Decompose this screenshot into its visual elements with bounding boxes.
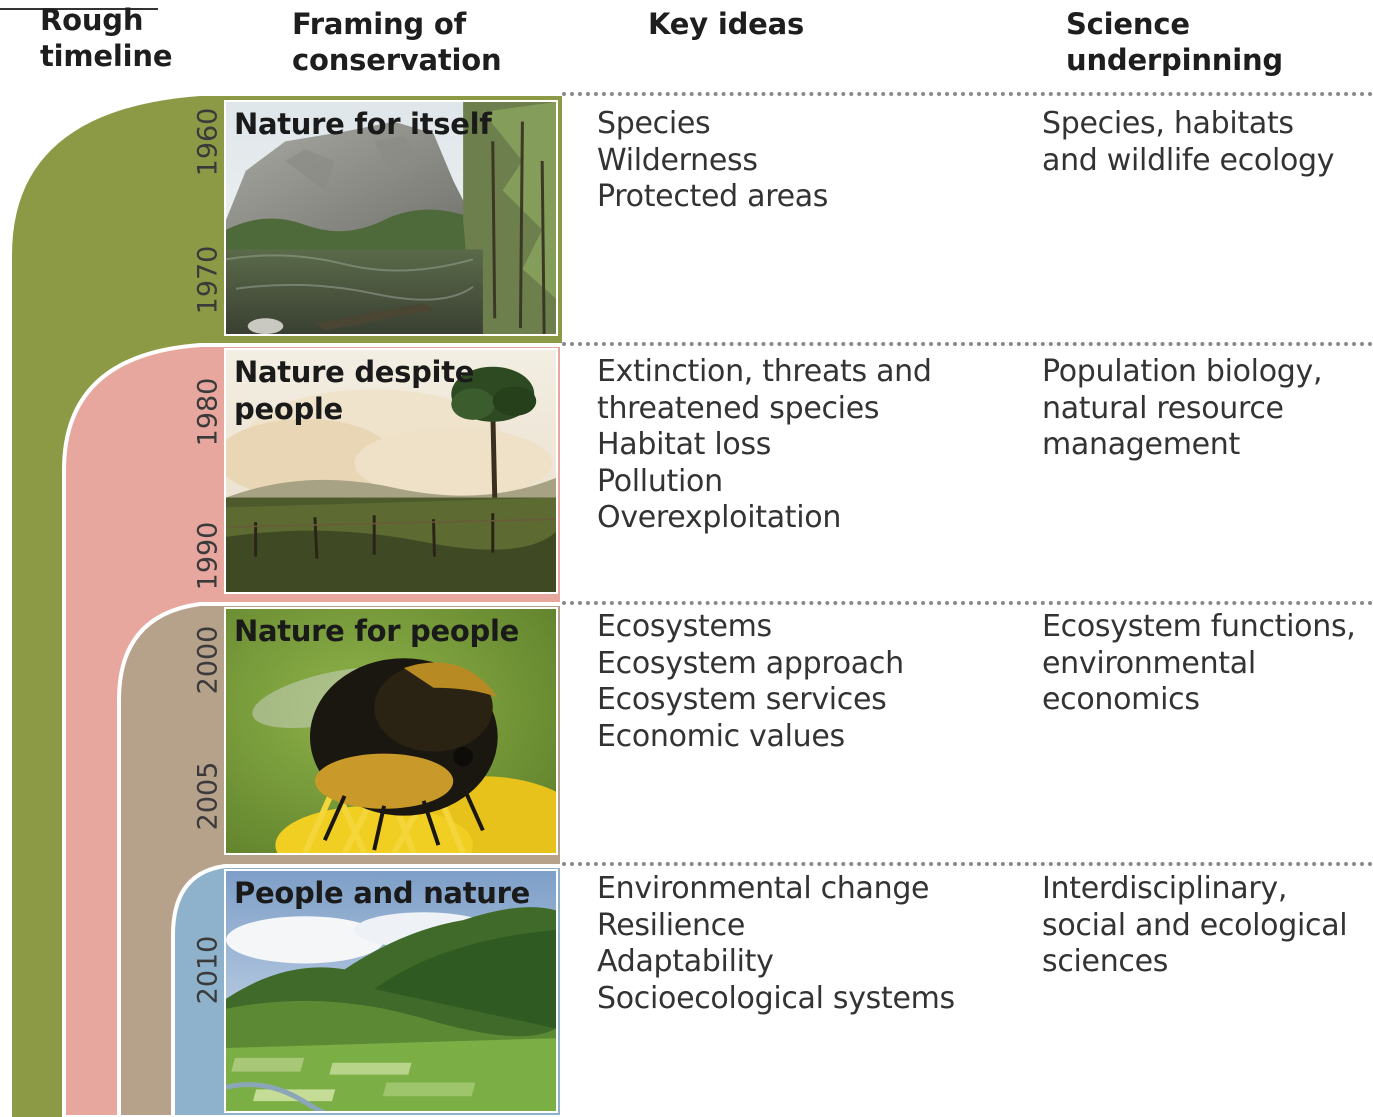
photo-nature-for-people: Nature for people (224, 607, 558, 855)
key-idea: Economic values (597, 718, 845, 754)
science-text: Species, habitats and wildlife ecology (1042, 106, 1335, 178)
key-idea: Species (597, 106, 711, 141)
row-separator (562, 342, 1373, 346)
key-idea: Pollution (597, 463, 723, 499)
header-rough-timeline: Rough timeline (40, 3, 173, 73)
year-label: 2010 (192, 935, 224, 1005)
header-rule (0, 8, 158, 10)
photo-people-and-nature: People and nature (224, 869, 558, 1113)
key-idea: Habitat loss (597, 427, 772, 462)
photo-nature-despite-people: Nature despite people (224, 348, 558, 594)
key-idea: Wilderness (597, 142, 758, 178)
key-idea: Environmental change (597, 871, 930, 906)
key-ideas-list: Extinction, threats and threatened speci… (597, 354, 932, 537)
photo-nature-for-itself: Nature for itself (224, 100, 558, 336)
year-label: 1970 (192, 245, 224, 315)
framing-title: Nature for people (234, 614, 519, 648)
science-text: Population biology, natural resource man… (1042, 354, 1323, 462)
header-science: Science underpinning (1066, 7, 1283, 77)
key-idea: Ecosystem approach (597, 645, 904, 681)
key-idea: Ecosystem services (597, 682, 887, 717)
key-idea: Extinction, threats and (597, 354, 932, 389)
header-framing: Framing of conservation (292, 7, 502, 77)
row-separator (562, 601, 1373, 605)
framing-title: Nature despite people (234, 355, 475, 426)
key-idea: Resilience (597, 907, 746, 943)
key-ideas-list: Ecosystems Ecosystem approach Ecosystem … (597, 609, 904, 755)
key-ideas-list: Species Wilderness Protected areas (597, 106, 828, 216)
key-idea: threatened species (597, 390, 880, 426)
key-idea: Ecosystems (597, 609, 772, 644)
year-label: 2000 (192, 625, 224, 695)
science-text: Interdisciplinary, social and ecological… (1042, 871, 1348, 979)
year-label: 1960 (192, 107, 224, 177)
key-idea: Overexploitation (597, 500, 842, 535)
key-idea: Socioecological systems (597, 980, 955, 1016)
row-separator (562, 862, 1373, 866)
year-label: 1990 (192, 521, 224, 591)
science-text: Ecosystem functions, environmental econo… (1042, 609, 1356, 717)
key-idea: Adaptability (597, 944, 774, 979)
year-label: 1980 (192, 377, 224, 447)
framing-title: People and nature (234, 876, 530, 910)
key-idea: Protected areas (597, 179, 829, 214)
row-separator (562, 92, 1373, 96)
framing-title: Nature for itself (234, 107, 492, 141)
header-key-ideas: Key ideas (648, 7, 805, 41)
key-ideas-list: Environmental change Resilience Adaptabi… (597, 871, 955, 1017)
year-label: 2005 (192, 761, 224, 831)
